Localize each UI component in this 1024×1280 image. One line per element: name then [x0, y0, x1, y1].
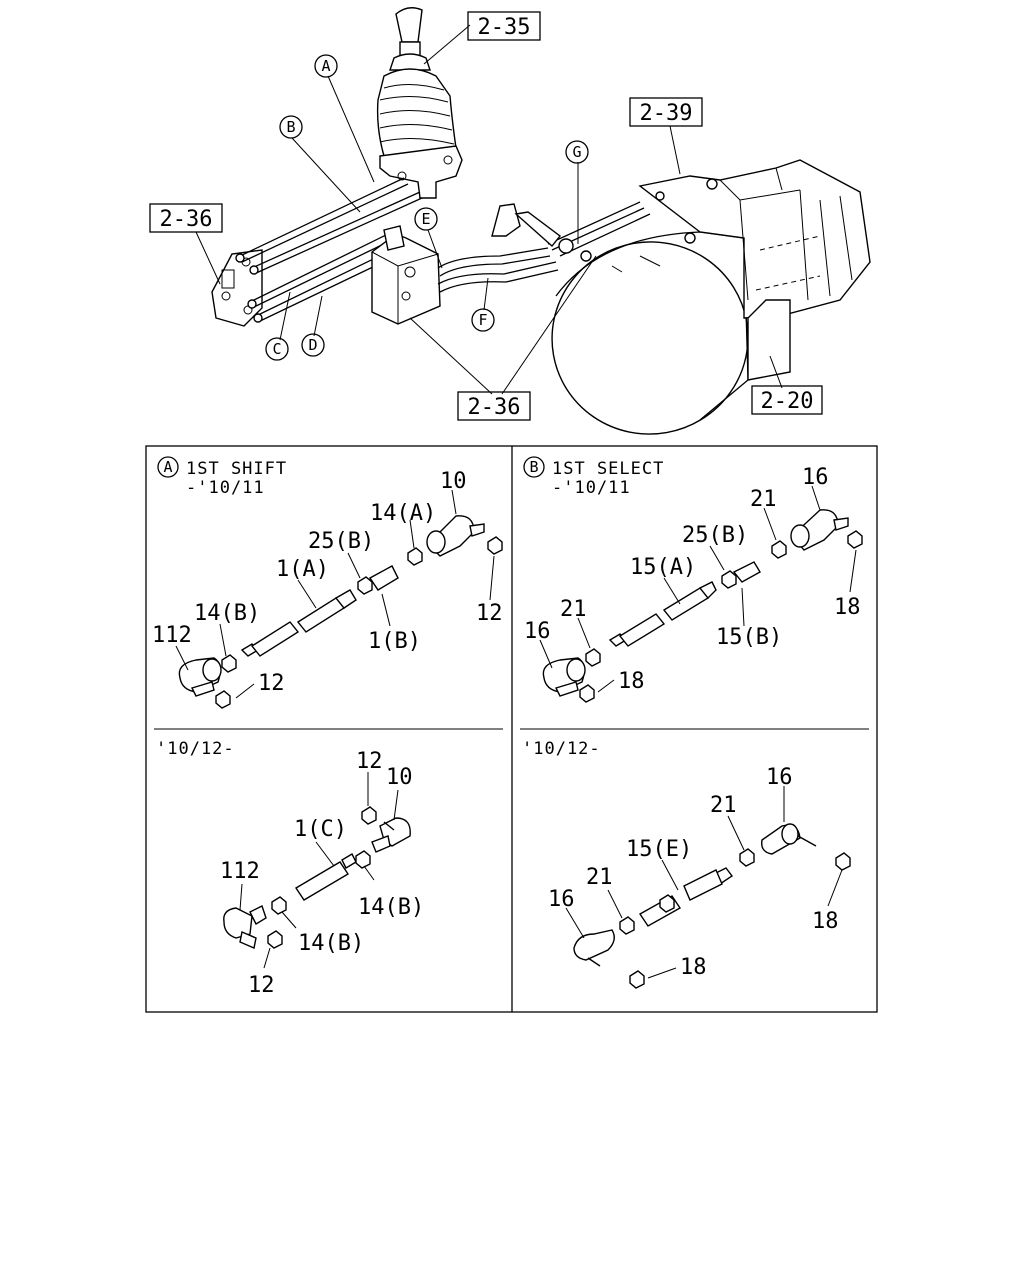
label-overview-circle-labels-b: B [286, 118, 295, 136]
ref-box-2-39[interactable]: 2-39 [629, 97, 703, 127]
label-panel-a-bottom-labels-p12-bottom: 12 [248, 973, 275, 998]
label-panel-b-top-labels-p18-right: 18 [834, 595, 861, 620]
label-panel-b-top-labels-p16-left: 16 [524, 619, 551, 644]
label-panel-b-top-labels-p25b: 25(B) [682, 523, 748, 548]
circle-label-b: B [279, 115, 303, 139]
shift-rod-assembly [178, 515, 503, 709]
label-panel-a-top-labels-p25b: 25(B) [308, 529, 374, 554]
label-panel-a-bottom-labels-p12-top: 12 [356, 749, 383, 774]
shift-rod-assembly-new [223, 806, 411, 949]
panel-a-1st-shift: A 1ST SHIFT -'10/11 [152, 456, 503, 709]
label-panel-b-top-labels-p16-right: 16 [802, 465, 829, 490]
label-overview-circle-labels-a: A [321, 57, 330, 75]
panel-b-10-12: '10/12- 16 21 15(E) 21 16 18 18 [522, 739, 851, 989]
label-panel-a-top-labels-p12-right: 12 [476, 601, 503, 626]
ref-box-2-36-bottom[interactable]: 2-36 [457, 391, 531, 421]
cable-bracket-upper [491, 203, 592, 262]
label-panel-b-top-badge: B [529, 458, 538, 476]
circle-label-a: A [314, 54, 338, 78]
circle-label-f: F [471, 308, 495, 332]
label-overview-refs-r239[interactable]: 2-39 [640, 101, 693, 126]
label-panel-b-top-labels-p21-left: 21 [560, 597, 587, 622]
label-panel-b-bottom-labels-p21-left: 21 [586, 865, 613, 890]
label-panel-a-top-labels-p10: 10 [440, 469, 467, 494]
label-panel-a-top-badge: A [163, 458, 172, 476]
label-panel-a-top-period: -'10/11 [186, 478, 265, 498]
label-overview-refs-r236-bottom[interactable]: 2-36 [468, 395, 521, 420]
panel-b-1st-select: B 1ST SELECT -'10/11 [523, 456, 863, 703]
label-panel-a-bottom-labels-p10: 10 [386, 765, 413, 790]
shift-lever [376, 7, 463, 199]
circle-label-c: C [265, 337, 289, 361]
label-overview-circle-labels-f: F [478, 311, 487, 329]
label-overview-refs-r235[interactable]: 2-35 [478, 15, 531, 40]
label-panel-a-bottom-labels-p112: 112 [220, 859, 260, 884]
ref-box-2-36-left[interactable]: 2-36 [149, 203, 223, 233]
leader-lines [195, 24, 783, 395]
label-overview-circle-labels-g: G [572, 143, 581, 161]
label-panel-a-top-labels-p12-bottom: 12 [258, 671, 285, 696]
transmission-case [638, 159, 871, 381]
panel-a-10-12: '10/12- 12 10 1(C) 112 14(B) 14(B) 12 [156, 739, 424, 998]
label-overview-refs-r236-left[interactable]: 2-36 [160, 207, 213, 232]
ref-box-2-20[interactable]: 2-20 [751, 385, 823, 415]
label-panel-b-top-labels-p21-right: 21 [750, 487, 777, 512]
label-panel-a-top-labels-p1b: 1(B) [368, 629, 421, 654]
label-panel-b-bottom-period: '10/12- [522, 739, 601, 759]
label-panel-a-bottom-period: '10/12- [156, 739, 235, 759]
label-panel-b-bottom-labels-p16-right: 16 [766, 765, 793, 790]
overview-illustration: A B C D E F G 2-35 [149, 7, 871, 435]
label-panel-b-bottom-labels-p21-right: 21 [710, 793, 737, 818]
label-overview-circle-labels-c: C [272, 340, 281, 358]
label-panel-a-top-labels-p112: 112 [152, 623, 192, 648]
circle-label-g: G [565, 140, 589, 164]
circle-label-e: E [414, 207, 438, 231]
label-panel-b-bottom-labels-p18-right: 18 [812, 909, 839, 934]
label-overview-circle-labels-e: E [421, 210, 430, 228]
label-panel-b-bottom-labels-p15e: 15(E) [626, 837, 692, 862]
label-panel-a-bottom-labels-p14b-bottom: 14(B) [298, 931, 364, 956]
middle-bracket [371, 225, 441, 325]
label-panel-b-top-labels-p18-bottom: 18 [618, 669, 645, 694]
select-rod-assembly [542, 509, 863, 703]
label-panel-b-top-labels-p15b: 15(B) [716, 625, 782, 650]
label-panel-a-top-title: 1ST SHIFT [186, 459, 287, 479]
label-panel-b-bottom-labels-p16-left: 16 [548, 887, 575, 912]
bell-housing [551, 231, 749, 435]
transmission-cables [437, 201, 651, 293]
label-panel-a-bottom-labels-p14b-right: 14(B) [358, 895, 424, 920]
label-panel-a-bottom-labels-p1c: 1(C) [294, 817, 347, 842]
label-panel-a-top-labels-p1a: 1(A) [276, 557, 329, 582]
label-panel-a-top-labels-p14a: 14(A) [370, 501, 436, 526]
select-rod-assembly-new [573, 823, 851, 989]
ref-box-2-35[interactable]: 2-35 [467, 11, 541, 41]
label-panel-b-top-labels-p15a: 15(A) [630, 555, 696, 580]
circle-label-d: D [301, 333, 325, 357]
label-panel-b-top-title: 1ST SELECT [552, 459, 664, 479]
label-panel-b-top-period: -'10/11 [552, 478, 631, 498]
label-overview-circle-labels-d: D [308, 336, 317, 354]
label-panel-b-bottom-labels-p18-bottom: 18 [680, 955, 707, 980]
label-overview-refs-r220[interactable]: 2-20 [761, 389, 814, 414]
detail-panels-frame [145, 445, 878, 1013]
label-panel-a-top-labels-p14b: 14(B) [194, 601, 260, 626]
